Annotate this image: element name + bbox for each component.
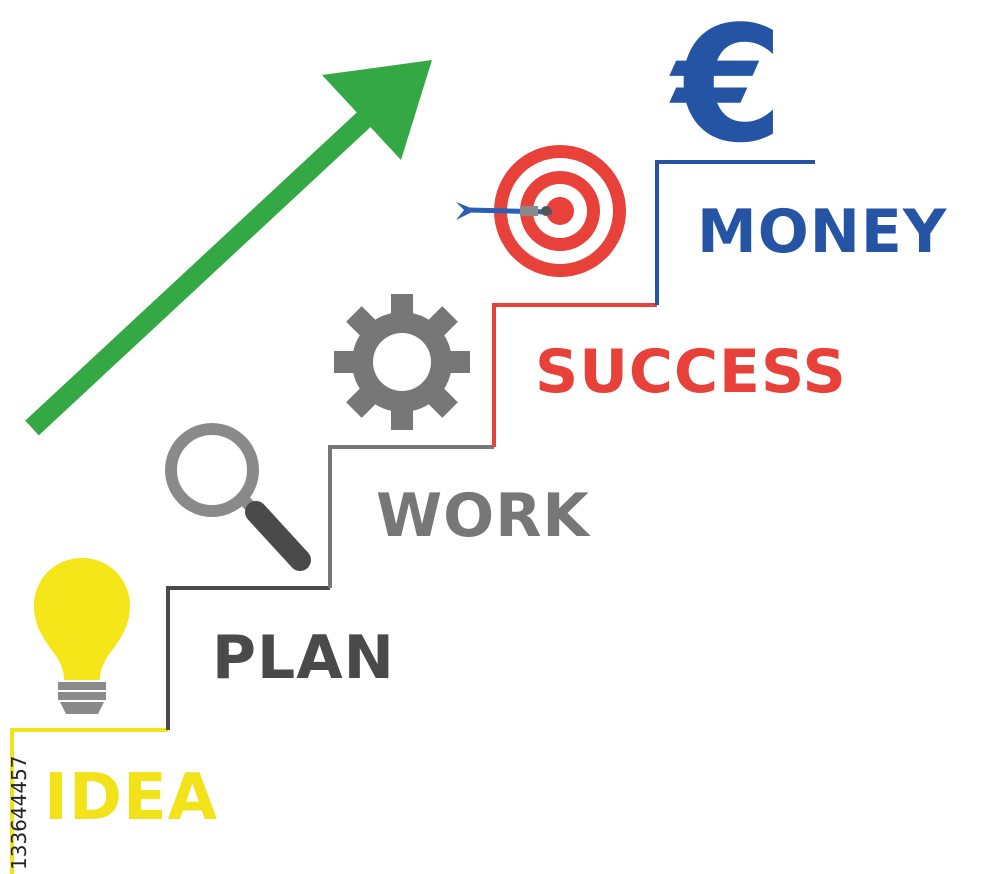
stair-line-work — [328, 445, 494, 588]
step-label-work: WORK — [376, 481, 590, 551]
step-label-success: SUCCESS — [535, 337, 847, 407]
stair-line-money — [655, 160, 815, 305]
dart-icon — [456, 202, 553, 220]
step-label-money: MONEY — [697, 197, 948, 267]
step-label-plan: PLAN — [212, 623, 395, 693]
stair-line-plan — [166, 586, 330, 730]
magnifier-icon — [165, 423, 311, 571]
step-label-idea: IDEA — [44, 761, 219, 835]
up-arrow-icon — [25, 60, 432, 436]
target-icon — [456, 145, 626, 277]
euro-icon: € — [668, 0, 783, 178]
stair-line-success — [492, 303, 657, 447]
stair-line-idea — [10, 728, 168, 874]
lightbulb-icon — [34, 558, 130, 714]
gear-icon — [334, 294, 470, 430]
stock-id-text: 133644457 — [7, 755, 31, 870]
stock-id-watermark: 133644457 — [7, 755, 31, 870]
